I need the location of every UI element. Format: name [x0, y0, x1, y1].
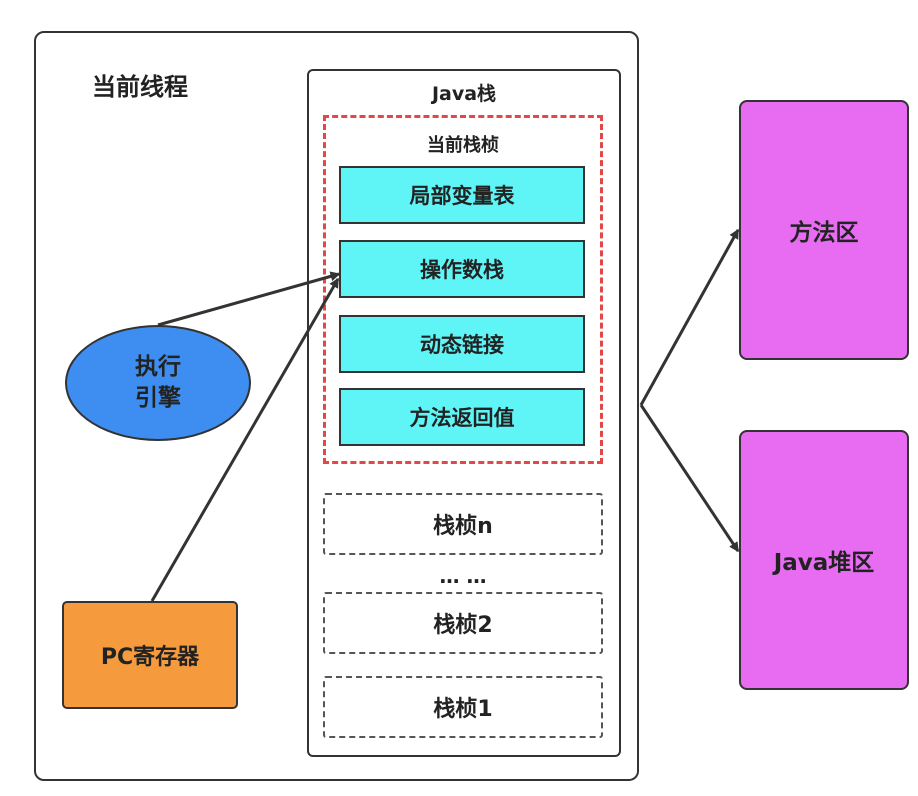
local-variable-table: 局部变量表 — [339, 166, 585, 224]
method-area: 方法区 — [739, 100, 909, 360]
stack-frame-n: 栈桢n — [323, 493, 603, 555]
ellipsis-text: … … — [439, 564, 487, 588]
java-stack-title: Java栈 — [431, 83, 497, 105]
arrow-to-method-area — [639, 228, 740, 406]
execution-engine-line2: 引擎 — [135, 385, 181, 411]
dynamic-linking: 动态链接 — [339, 315, 585, 373]
arrow-to-java-heap — [639, 404, 740, 553]
stack-frame-1: 栈桢1 — [323, 676, 603, 738]
pc-register: PC寄存器 — [62, 601, 238, 709]
stack-frame-2: 栈桢2 — [323, 592, 603, 654]
java-heap: Java堆区 — [739, 430, 909, 690]
current-stack-frame-title: 当前栈桢 — [427, 135, 499, 156]
execution-engine: 执行 引擎 — [65, 325, 251, 441]
method-return-value: 方法返回值 — [339, 388, 585, 446]
execution-engine-line1: 执行 — [135, 353, 181, 380]
operand-stack: 操作数栈 — [339, 240, 585, 298]
current-thread-title: 当前线程 — [92, 73, 188, 101]
